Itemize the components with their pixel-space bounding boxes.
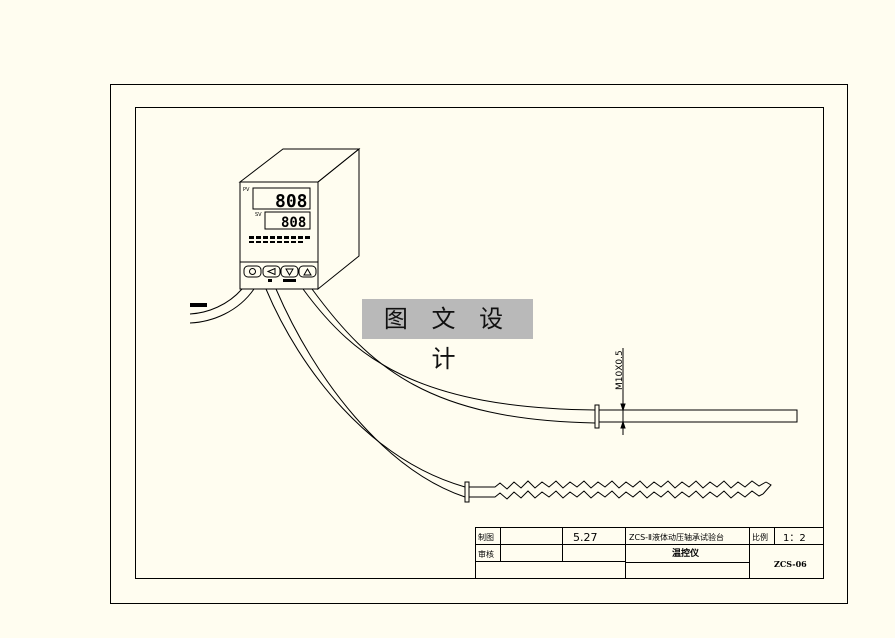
controller-side [317,147,360,291]
up-arrow-icon [303,268,312,276]
sv-display [264,211,311,230]
power-cable [189,288,255,324]
sensor-cable-lower [265,288,772,503]
down-button [280,265,299,278]
sv-label: SV [255,212,262,218]
up-button [298,265,317,278]
scale-value: 1：2 [783,533,806,544]
down-arrow-icon [285,268,294,276]
pv-display [252,187,311,210]
watermark-background [362,299,533,339]
probe-flange [594,404,600,429]
outer-frame [110,84,848,604]
controller-top [238,148,361,183]
inner-frame [135,107,824,579]
probe-rod [598,409,798,423]
part-name: 温控仪 [672,547,700,559]
left-arrow-icon [266,267,276,276]
set-icon [249,268,256,275]
pv-value: 808 [275,191,308,212]
set-button [243,265,262,278]
temperature-controller [238,147,361,291]
drawing-number: ZCS-06 [774,559,807,569]
indicator-lamps [249,236,310,243]
left-button [262,265,281,278]
pv-label: PV [243,187,250,193]
date-value: 5.27 [573,531,598,544]
drawn-label: 制图 [478,532,494,542]
sensor-cable-upper [302,288,798,435]
title-block [475,527,824,579]
sv-value: 808 [281,215,306,231]
flex-probe-flange [464,481,470,503]
thread-dimension: M10X0.5 [615,350,625,390]
project-name: ZCS-Ⅱ液体动压轴承试验台 [629,532,724,542]
scale-label: 比例 [752,532,768,542]
watermark-text: 图 文 设 计 [383,305,512,373]
check-label: 审核 [478,549,494,559]
